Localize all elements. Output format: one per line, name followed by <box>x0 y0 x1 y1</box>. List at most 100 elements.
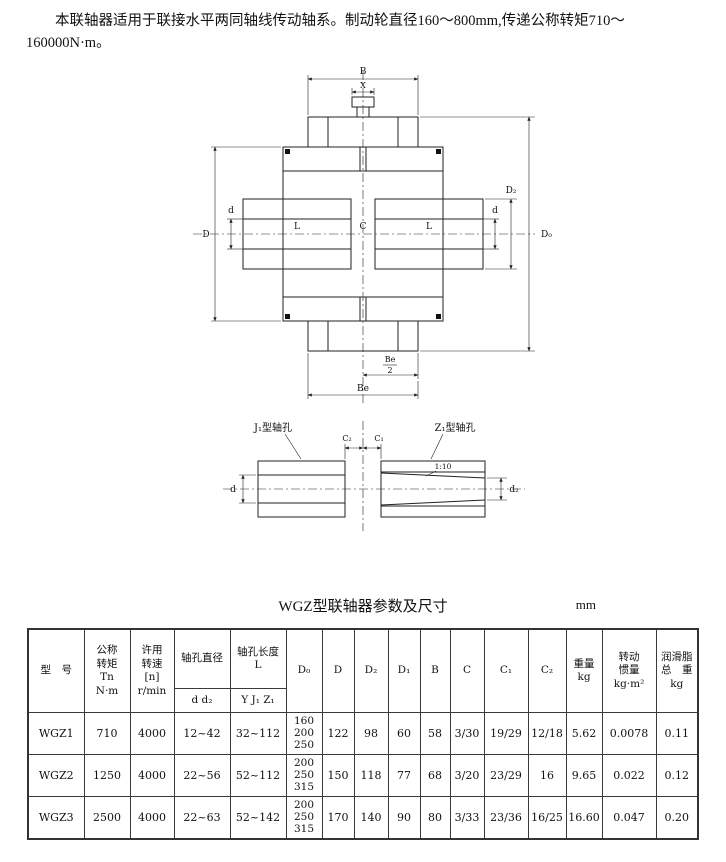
cell-length: 32~112 <box>229 712 287 756</box>
col-subheader-bore-symbols: d d₂ <box>173 688 231 714</box>
cell-weight: 9.65 <box>565 754 603 798</box>
table-row: WGZ3 2500 4000 22~63 52~142 200 250 315 … <box>27 796 699 840</box>
cell-D2: 118 <box>353 754 389 798</box>
col-header-weight: 重量 kg <box>565 628 603 714</box>
table-title-row: WGZ型联轴器参数及尺寸 mm <box>26 595 700 616</box>
cell-B: 58 <box>419 712 451 756</box>
cell-inertia: 0.022 <box>601 754 657 798</box>
col-header-D2: D₂ <box>353 628 389 714</box>
dim-D: D <box>202 230 209 240</box>
cell-speed: 4000 <box>129 712 175 756</box>
col-header-bore-length: 轴孔长度 L <box>229 628 287 690</box>
cell-C: 3/30 <box>449 712 485 756</box>
gear-seal-mark <box>285 313 290 319</box>
cell-length: 52~142 <box>229 796 287 840</box>
cell-speed: 4000 <box>129 796 175 840</box>
cell-C1: 23/29 <box>483 754 529 798</box>
dim-C1: C₁ <box>374 434 383 443</box>
gear-seal-mark <box>436 313 441 319</box>
dim-d2-detail: d₂ <box>509 485 519 495</box>
cell-grease: 0.11 <box>655 712 699 756</box>
col-header-grease: 润滑脂 总 重 kg <box>655 628 699 714</box>
col-header-inertia: 转动 惯量 kg·m² <box>601 628 657 714</box>
gear-seal-mark <box>436 148 441 154</box>
col-header-torque: 公称 转矩 Tn N·m <box>83 628 131 714</box>
cell-bore: 22~63 <box>173 796 231 840</box>
col-header-D: D <box>321 628 355 714</box>
dim-d-left: d <box>228 206 234 216</box>
cell-D: 122 <box>321 712 355 756</box>
cell-speed: 4000 <box>129 754 175 798</box>
intro-paragraph: 本联轴器适用于联接水平两同轴线传动轴系。制动轮直径160～800mm,传递公称转… <box>26 13 625 52</box>
cell-bore: 12~42 <box>173 712 231 756</box>
cell-C2: 16/25 <box>527 796 567 840</box>
dim-D2: D₂ <box>506 186 517 196</box>
cell-model: WGZ1 <box>27 712 85 756</box>
j1-hole-label: J₁型轴孔 <box>253 421 292 434</box>
cell-C: 3/33 <box>449 796 485 840</box>
col-header-B: B <box>419 628 451 714</box>
unit-label: mm <box>575 596 596 612</box>
dim-Be-denominator: 2 <box>387 366 392 375</box>
cell-D1: 60 <box>387 712 421 756</box>
col-header-model: 型 号 <box>27 628 85 714</box>
col-header-D1: D₁ <box>387 628 421 714</box>
dim-Be: Be <box>357 384 369 394</box>
dim-d-right: d <box>492 206 498 216</box>
technical-drawing: L C L B X D <box>26 59 700 537</box>
table-row: WGZ2 1250 4000 22~56 52~112 200 250 315 … <box>27 754 699 798</box>
cell-length: 52~112 <box>229 754 287 798</box>
table-row: WGZ1 710 4000 12~42 32~112 160 200 250 1… <box>27 712 699 756</box>
cell-model: WGZ2 <box>27 754 85 798</box>
cell-d0: 200 250 315 <box>285 796 323 840</box>
coupling-drawing: L C L B X D <box>193 67 552 531</box>
cell-inertia: 0.047 <box>601 796 657 840</box>
cell-B: 80 <box>419 796 451 840</box>
cell-C: 3/20 <box>449 754 485 798</box>
cell-torque: 710 <box>83 712 131 756</box>
cell-D2: 140 <box>353 796 389 840</box>
dim-d-detail: d <box>230 485 236 495</box>
cell-weight: 5.62 <box>565 712 603 756</box>
dim-B: B <box>360 67 367 77</box>
col-header-C: C <box>449 628 485 714</box>
cell-D2: 98 <box>353 712 389 756</box>
cell-C1: 19/29 <box>483 712 529 756</box>
cell-D1: 77 <box>387 754 421 798</box>
parameters-table: 型 号 公称 转矩 Tn N·m 许用 转速 [n] r/min 轴孔直径 轴孔… <box>27 627 699 840</box>
dim-L-left: L <box>294 222 300 232</box>
col-subheader-length-types: Y J₁ Z₁ <box>229 688 287 714</box>
cell-D: 170 <box>321 796 355 840</box>
cell-model: WGZ3 <box>27 796 85 840</box>
dim-D0: D₀ <box>541 230 552 240</box>
cell-grease: 0.20 <box>655 796 699 840</box>
cell-C1: 23/36 <box>483 796 529 840</box>
z1-hole-label: Z₁型轴孔 <box>435 421 476 434</box>
cell-d0: 200 250 315 <box>285 754 323 798</box>
dim-X: X <box>360 81 366 90</box>
cell-C2: 12/18 <box>527 712 567 756</box>
col-header-d0: D₀ <box>285 628 323 714</box>
dim-Be-numerator: Be <box>385 355 396 364</box>
shaft-hole-detail-views: J₁型轴孔 Z₁型轴孔 C₂ C₁ d <box>223 420 525 531</box>
dim-C2: C₂ <box>342 434 351 443</box>
cell-D: 150 <box>321 754 355 798</box>
cell-d0: 160 200 250 <box>285 712 323 756</box>
col-header-C2: C₂ <box>527 628 567 714</box>
cell-torque: 1250 <box>83 754 131 798</box>
cell-inertia: 0.0078 <box>601 712 657 756</box>
taper-annotation: 1:10 <box>435 462 452 471</box>
cell-grease: 0.12 <box>655 754 699 798</box>
col-header-bore-diameter: 轴孔直径 <box>173 628 231 690</box>
cell-torque: 2500 <box>83 796 131 840</box>
col-header-C1: C₁ <box>483 628 529 714</box>
table-title: WGZ型联轴器参数及尺寸 <box>278 598 448 615</box>
dim-L-right: L <box>426 222 432 232</box>
cell-bore: 22~56 <box>173 754 231 798</box>
dim-C: C <box>360 222 367 232</box>
gear-seal-mark <box>285 148 290 154</box>
col-header-speed: 许用 转速 [n] r/min <box>129 628 175 714</box>
cell-C2: 16 <box>527 754 567 798</box>
cell-weight: 16.60 <box>565 796 603 840</box>
